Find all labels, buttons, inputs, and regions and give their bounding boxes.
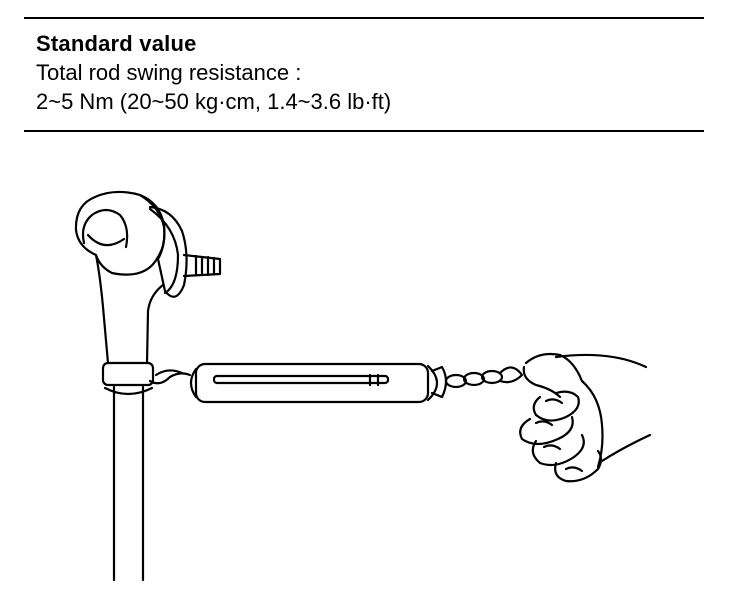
resistance-label: Total rod swing resistance : <box>36 60 302 85</box>
resistance-value: 2~5 Nm (20~50 kg·cm, 1.4~3.6 lb·ft) <box>36 89 392 114</box>
bottom-rule <box>24 130 704 132</box>
top-rule <box>24 17 704 19</box>
standard-value-heading: Standard value <box>36 31 197 56</box>
spring-scale <box>189 362 524 404</box>
measurement-illustration <box>0 135 736 610</box>
hand <box>519 352 652 483</box>
tie-rod-end <box>74 190 222 582</box>
standard-value-block: Standard value Total rod swing resistanc… <box>36 30 696 116</box>
